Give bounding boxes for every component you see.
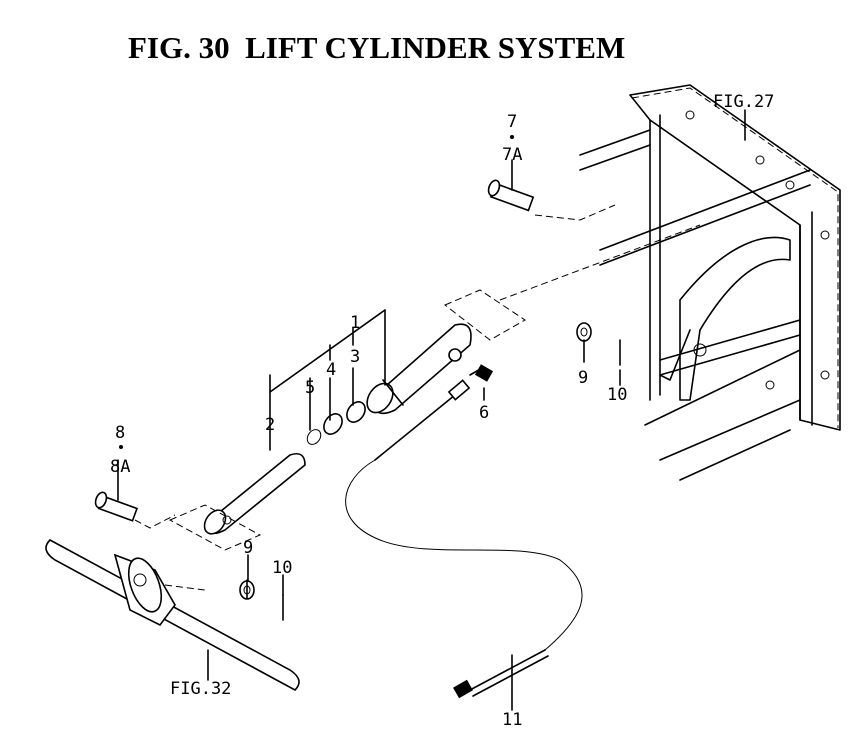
callout-10-upper: 10 (607, 385, 627, 405)
callout-10-lower: 10 (272, 558, 292, 578)
callout-8a: 8A (110, 457, 130, 477)
callout-1: 1 (350, 313, 360, 333)
callout-4: 4 (326, 360, 336, 380)
seal-ring-4 (323, 413, 343, 435)
callout-6: 6 (479, 403, 489, 423)
figure-title: FIG. 30 LIFT CYLINDER SYSTEM (128, 30, 626, 65)
hydraulic-hose (345, 379, 583, 699)
lower-axle (45, 539, 300, 691)
leader-lines (117, 109, 746, 711)
callout-dot-7 (510, 135, 514, 139)
callout-dot-8 (119, 445, 123, 449)
elbow-fitting (469, 364, 494, 382)
cylinder-tube (366, 323, 472, 415)
seal-ring-3 (346, 401, 366, 423)
callout-7: 7 (507, 112, 517, 132)
callout-7a: 7A (502, 145, 522, 165)
callout-3: 3 (350, 347, 360, 367)
label-fig27: FIG.27 (713, 92, 774, 112)
guide-box-upper (444, 289, 526, 341)
callout-8: 8 (115, 423, 125, 443)
frame-assembly (579, 84, 841, 481)
washer-9-upper (576, 322, 592, 342)
pin-8 (94, 491, 176, 529)
callout-9-lower: 9 (243, 538, 253, 558)
guide-box-lower (168, 504, 262, 551)
label-fig32: FIG.32 (170, 679, 231, 699)
pin-7 (487, 179, 616, 221)
piston-rod (203, 452, 306, 535)
callout-5: 5 (305, 378, 315, 398)
callout-11: 11 (502, 710, 522, 730)
callout-9-upper: 9 (578, 368, 588, 388)
callout-2: 2 (265, 415, 275, 435)
o-ring-5 (306, 429, 322, 445)
